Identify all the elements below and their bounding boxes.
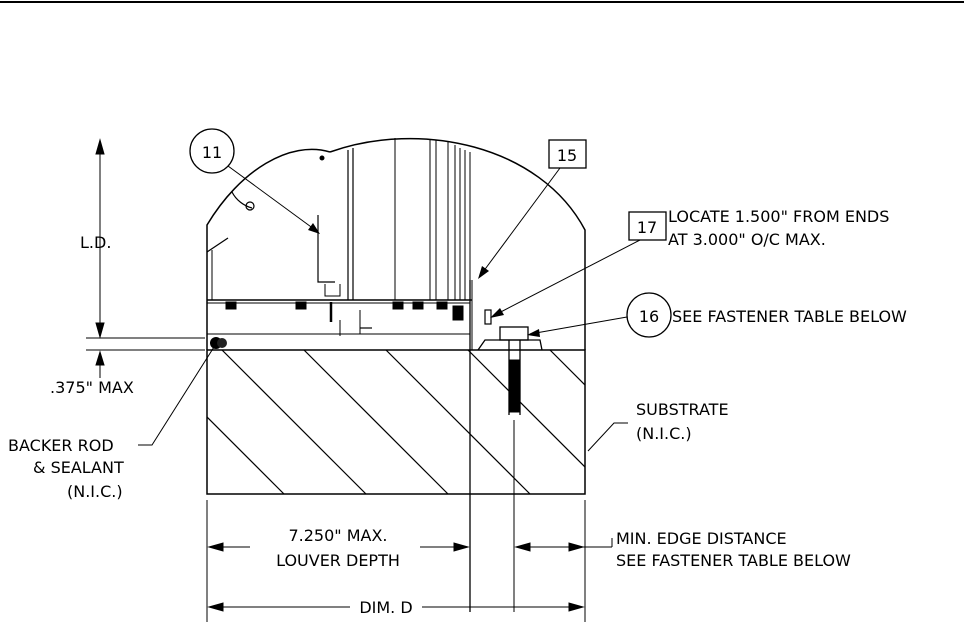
callout-16-number: 16 [639,307,659,326]
louver-frame [206,138,473,612]
callout-16: 16 [527,292,672,338]
substrate-label-1: SUBSTRATE [636,400,729,419]
min-edge-label-1: MIN. EDGE DISTANCE [616,529,787,548]
max-375-label: .375" MAX [50,378,134,397]
fastener-heads [225,301,492,325]
callout-15: 15 [478,139,587,279]
callout-15-number: 15 [557,146,577,165]
substrate-leader [587,422,628,452]
min-edge-label-2: SEE FASTENER TABLE BELOW [616,551,851,570]
fastener-table-label: SEE FASTENER TABLE BELOW [672,307,907,326]
backer-rod-leader [138,346,215,446]
anchor-bolt [477,326,543,612]
ld-dimension [86,138,205,378]
backer-rod-label-1: BACKER ROD [8,436,114,455]
break-arc-left [206,148,331,244]
backer-rod [210,337,227,349]
bottom-dimensions [206,500,613,622]
substrate-block [206,349,586,495]
backer-rod-label-3: (N.I.C.) [67,482,123,501]
locate-label-1: LOCATE 1.500" FROM ENDS [668,207,889,226]
callout-17-number: 17 [637,218,657,237]
locate-label-2: AT 3.000" O/C MAX. [668,230,826,249]
louver-depth-label-2: LOUVER DEPTH [276,551,400,570]
callout-11-number: 11 [202,143,222,162]
break-arc-right [329,137,586,350]
ld-label: L.D. [80,233,111,252]
dim-d-label: DIM. D [359,598,412,617]
substrate-label-2: (N.I.C.) [636,424,692,443]
callout-17: 17 [490,211,667,318]
louver-depth-label-1: 7.250" MAX. [288,526,387,545]
backer-rod-label-2: & SEALANT [33,458,124,477]
callout-11: 11 [189,128,320,234]
